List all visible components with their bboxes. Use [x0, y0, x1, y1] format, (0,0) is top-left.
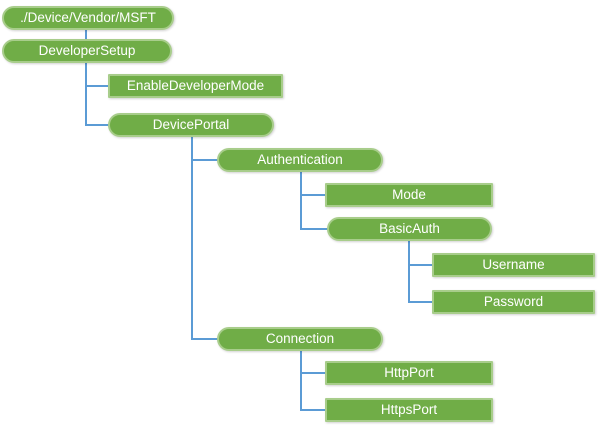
connector-branch-password [408, 301, 433, 303]
connector-branch-connection [191, 338, 218, 340]
node-deviceportal: DevicePortal [108, 113, 274, 137]
connector-branch-enabledevelopermode [85, 85, 109, 87]
node-connection: Connection [217, 327, 383, 351]
node-username: Username [432, 253, 595, 277]
connector-authentication-trunk [300, 171, 302, 230]
node-basicauth: BasicAuth [327, 217, 492, 241]
connector-branch-mode [300, 194, 326, 196]
node-password: Password [432, 290, 595, 314]
node-httpport: HttpPort [325, 361, 493, 385]
connector-branch-username [408, 264, 433, 266]
connector-developersetup-trunk [85, 62, 87, 126]
node-authentication: Authentication [217, 148, 383, 172]
connector-branch-basicauth [300, 228, 328, 230]
connector-branch-deviceportal [85, 124, 109, 126]
connector-branch-httpsport [300, 409, 326, 411]
connector-branch-authentication [191, 159, 218, 161]
node-developersetup: DeveloperSetup [2, 39, 172, 63]
node-device-vendor-msft: ./Device/Vendor/MSFT [2, 6, 174, 30]
connector-basicauth-trunk [408, 240, 410, 303]
connector-branch-httpport [300, 372, 326, 374]
node-mode: Mode [325, 183, 493, 207]
connector-connection-trunk [300, 350, 302, 411]
node-enabledevelopermode: EnableDeveloperMode [108, 74, 283, 98]
connector-root-developersetup [85, 28, 87, 40]
node-httpsport: HttpsPort [325, 398, 493, 422]
connector-deviceportal-trunk [191, 136, 193, 340]
